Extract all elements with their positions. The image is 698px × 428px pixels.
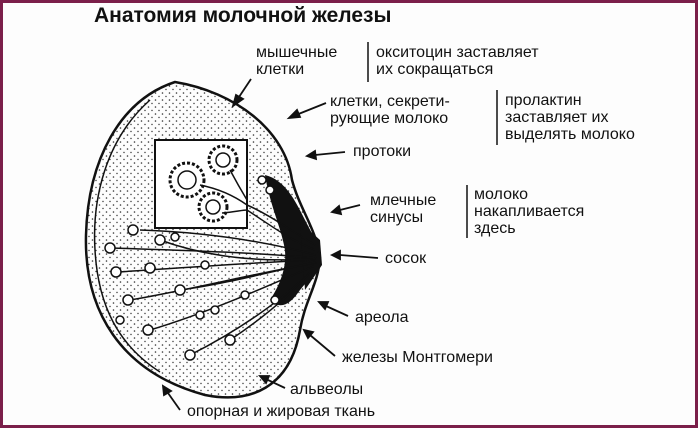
inset-box [154,139,248,229]
alveolus-magnified [197,191,229,223]
milk-ducts [111,184,319,356]
label-muscle-cells: мышечные клетки [256,44,338,78]
alveolus-magnified [207,144,239,176]
label-milk-sinuses: млечные синусы [370,192,437,226]
alveolus-magnified [168,161,206,199]
page-title: Анатомия молочной железы [94,4,392,27]
alveoli-lobules [104,175,280,361]
label-montgomery-glands: железы Монтгомери [342,349,493,366]
note-prolactin: пролактин заставляет их выделять молоко [505,92,635,143]
note-oxytocin: окситоцин заставляет их сокращаться [376,44,539,78]
label-nipple: сосок [385,250,427,267]
label-secretory-cells: клетки, секрети- рующие молоко [330,93,450,127]
breast-outline [84,80,322,399]
label-areola: ареола [355,309,409,326]
label-alveoli: альвеолы [290,381,364,398]
label-support-fat-tissue: опорная и жировая ткань [187,403,376,420]
note-milk-accumulates: молоко накапливается здесь [474,186,585,237]
label-ducts: протоки [353,143,412,160]
